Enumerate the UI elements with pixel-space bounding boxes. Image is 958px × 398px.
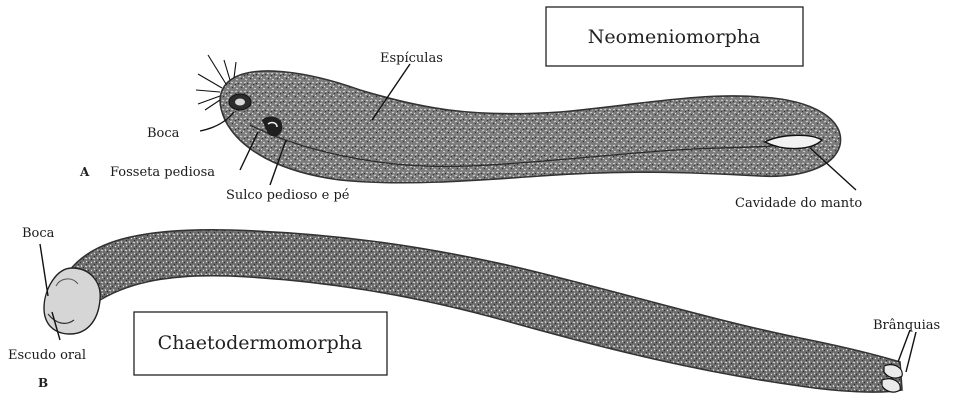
neomeniomorpha-title-box: Neomeniomorpha — [546, 7, 803, 66]
label-espiculas: Espículas — [380, 51, 443, 66]
chaetodermomorpha-title: Chaetodermomorpha — [158, 332, 363, 354]
chaetodermomorpha-title-box: Chaetodermomorpha — [134, 312, 387, 375]
label-escudo-oral: Escudo oral — [8, 348, 86, 363]
neomeniomorpha-body — [196, 55, 841, 183]
label-cavidade-manto: Cavidade do manto — [735, 196, 862, 211]
label-fosseta-pediosa: Fosseta pediosa — [110, 165, 215, 180]
label-boca-b: Boca — [22, 226, 55, 241]
neomeniomorpha-title: Neomeniomorpha — [588, 26, 761, 48]
label-boca-a: Boca — [147, 126, 180, 141]
figure-b-letter: B — [38, 376, 48, 390]
label-branquias: Brânquias — [873, 318, 940, 333]
label-sulco-pedioso: Sulco pedioso e pé — [226, 188, 350, 203]
figure-a-letter: A — [79, 165, 90, 179]
